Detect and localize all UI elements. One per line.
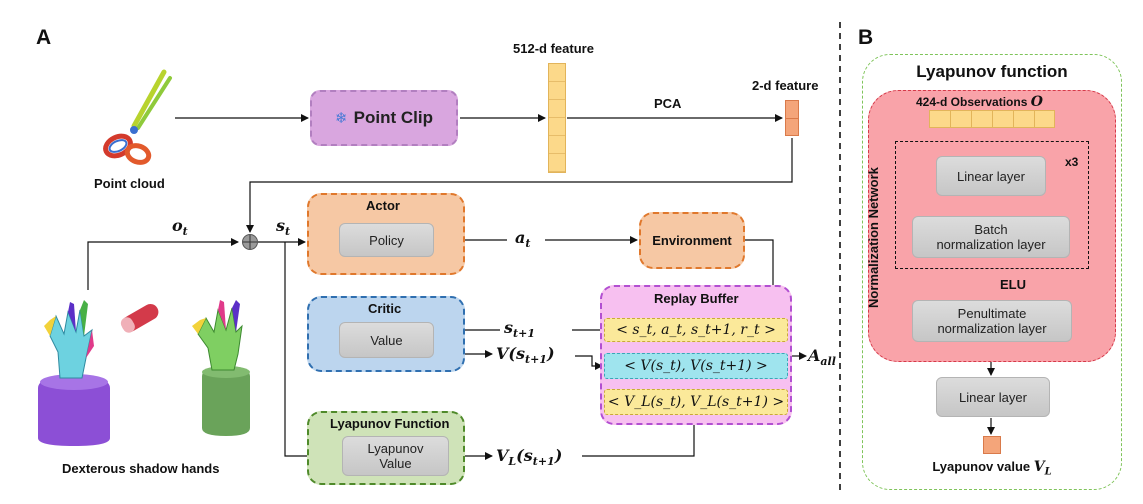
o-t-symbol: ot: [172, 216, 188, 239]
observations-vector: [929, 110, 1055, 128]
repeat-label: x3: [1065, 155, 1079, 169]
feature-2-label: 2-d feature: [752, 78, 819, 93]
lyapunov-function-outer-box: [862, 54, 1122, 490]
point-clip-label: Point Clip: [353, 108, 433, 127]
feature-2-vector: [785, 100, 799, 136]
repeat-block-box: [895, 141, 1089, 269]
panel-b-title: Lyapunov function: [916, 62, 1068, 81]
replay-buffer-title: Replay Buffer: [654, 291, 739, 306]
buffer-row-value: < V(s_t), V(s_t+1) >: [604, 353, 788, 379]
lyapunov-output-square: [983, 436, 1001, 454]
environment-box: Environment: [639, 212, 745, 269]
a-t-symbol: at: [515, 228, 531, 251]
linear-layer-2-block: Linear layer: [936, 377, 1050, 417]
s-t1-symbol: st+1: [504, 318, 535, 341]
s-t-symbol: st: [276, 216, 291, 239]
scissors-icon: [103, 69, 172, 165]
v-s-t1-symbol: V(st+1): [496, 344, 555, 367]
lyapunov-function-title: Lyapunov Function: [330, 416, 450, 431]
batch-norm-block: Batch normalization layer: [912, 216, 1070, 258]
lyapunov-output-label: Lyapunov value VL: [932, 459, 1052, 478]
hands-label: Dexterous shadow hands: [62, 461, 220, 476]
feature-512-label: 512-d feature: [513, 41, 594, 56]
snowflake-icon: ❄: [335, 109, 348, 127]
buffer-row-lyapunov: < V_L(s_t), V_L(s_t+1) >: [604, 389, 788, 415]
pca-label: PCA: [654, 96, 682, 111]
linear-layer-1-block: Linear layer: [936, 156, 1046, 196]
actor-title: Actor: [366, 198, 400, 213]
feature-512-vector: [548, 63, 566, 173]
a-all-symbol: Aall: [808, 346, 836, 369]
observations-label: 424-d Observations O: [916, 94, 1043, 110]
environment-label: Environment: [652, 233, 732, 248]
vl-s-t1-symbol: VL(st+1): [496, 446, 563, 469]
elu-label: ELU: [1000, 277, 1026, 292]
critic-title: Critic: [368, 301, 402, 316]
lyapunov-value-block: Lyapunov Value: [342, 436, 449, 476]
point-clip-box: ❄ Point Clip: [310, 90, 458, 146]
penultimate-norm-block: Penultimate normalization layer: [912, 300, 1072, 342]
normalization-network-label: Normalization Network: [866, 167, 881, 308]
shadow-hands-icon: [38, 300, 250, 446]
panel-a-letter: A: [36, 26, 52, 49]
buffer-row-transition: < s_t, a_t, s_t+1, r_t >: [604, 318, 788, 342]
point-cloud-label: Point cloud: [94, 176, 165, 191]
value-block: Value: [339, 322, 434, 358]
panel-b-letter: B: [858, 26, 874, 49]
policy-block: Policy: [339, 223, 434, 257]
sum-node-icon: [242, 234, 258, 250]
